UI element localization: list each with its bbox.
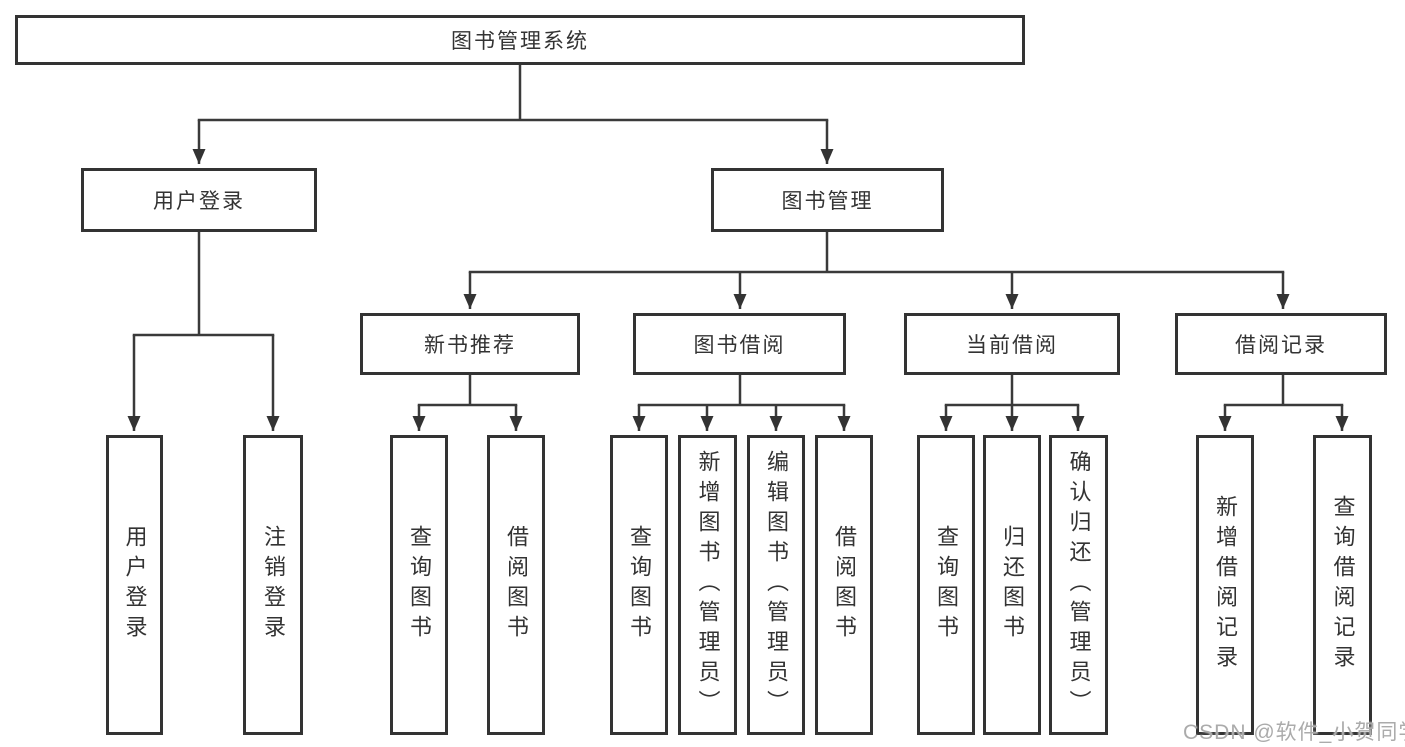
leaf-logout: 注销登录 [243, 435, 303, 735]
node-label: 图书借阅 [693, 334, 786, 357]
node-library-management-system: 图书管理系统 [15, 15, 1025, 65]
node-book-management: 图书管理 [711, 168, 944, 232]
leaf-edit-books-admin: 编辑图书（管理员） [747, 435, 805, 735]
leaf-user-login: 用户登录 [106, 435, 163, 735]
node-label: 借阅记录 [1235, 334, 1327, 357]
leaf-query-borrow-record: 查询借阅记录 [1313, 435, 1372, 735]
leaf-label: 归还图书 [1000, 525, 1025, 645]
node-label: 图书管理系统 [451, 30, 589, 53]
leaf-query-books-recommend: 查询图书 [390, 435, 448, 735]
leaf-borrow-books: 借阅图书 [815, 435, 873, 735]
node-label: 用户登录 [153, 190, 245, 213]
leaf-label: 注销登录 [261, 525, 286, 645]
leaf-add-books-admin: 新增图书（管理员） [678, 435, 737, 735]
leaf-label: 查询图书 [407, 525, 432, 645]
leaf-label: 编辑图书（管理员） [764, 450, 789, 720]
node-label: 图书管理 [781, 190, 874, 213]
leaf-add-borrow-record: 新增借阅记录 [1196, 435, 1254, 735]
node-book-borrowing: 图书借阅 [633, 313, 846, 375]
leaf-query-books-borrow: 查询图书 [610, 435, 668, 735]
leaf-query-books-current: 查询图书 [917, 435, 975, 735]
leaf-label: 借阅图书 [504, 525, 529, 645]
csdn-watermark: CSDN @软件_小贺同学 [1183, 721, 1405, 744]
leaf-borrow-books-recommend: 借阅图书 [487, 435, 545, 735]
leaf-label: 查询借阅记录 [1330, 495, 1356, 675]
node-label: 当前借阅 [966, 334, 1058, 357]
leaf-label: 新增图书（管理员） [695, 450, 721, 720]
leaf-return-books: 归还图书 [983, 435, 1041, 735]
leaf-confirm-return-admin: 确认归还（管理员） [1049, 435, 1108, 735]
leaf-label: 查询图书 [934, 525, 959, 645]
leaf-label: 用户登录 [122, 525, 148, 645]
node-user-login: 用户登录 [81, 168, 317, 232]
leaf-label: 确认归还（管理员） [1066, 450, 1092, 720]
node-current-borrowing: 当前借阅 [904, 313, 1120, 375]
leaf-label: 借阅图书 [832, 525, 857, 645]
node-new-book-recommendation: 新书推荐 [360, 313, 580, 375]
leaf-label: 查询图书 [627, 525, 652, 645]
node-borrowing-records: 借阅记录 [1175, 313, 1387, 375]
leaf-label: 新增借阅记录 [1213, 495, 1238, 675]
node-label: 新书推荐 [424, 334, 516, 357]
